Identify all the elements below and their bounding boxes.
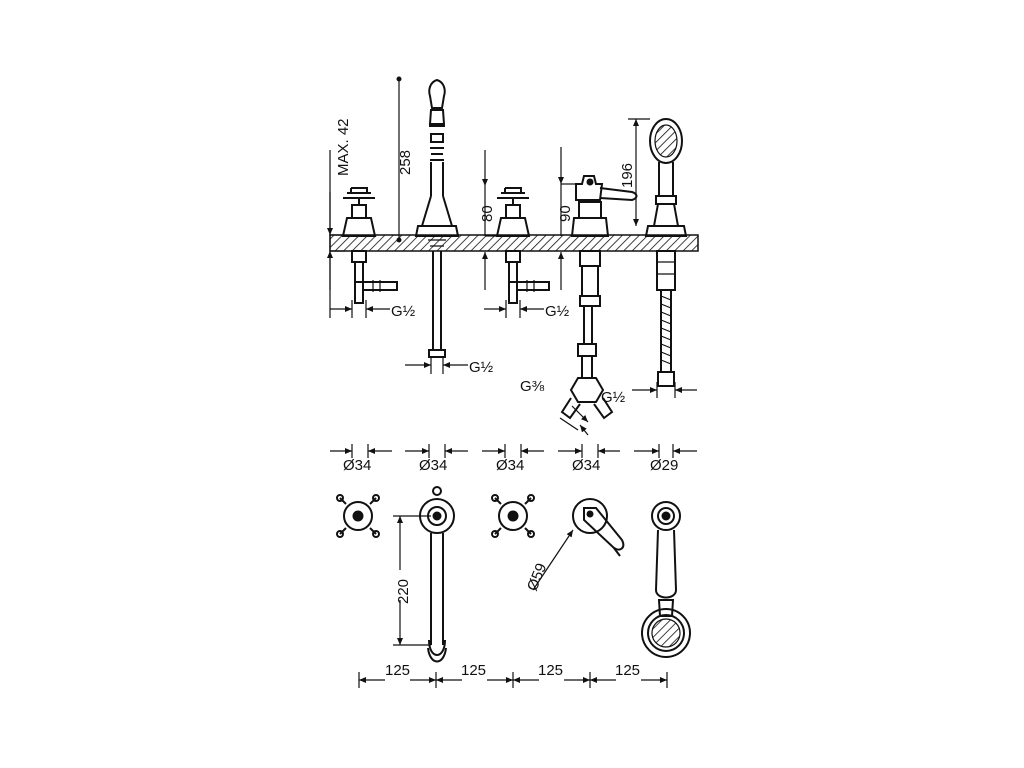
dim-g-half-4: G½	[601, 382, 697, 406]
dim-g-half-1: G½	[330, 300, 416, 320]
label-g-half-2: G½	[545, 303, 570, 320]
cross-valve-left	[341, 187, 398, 304]
dim-80: 80	[479, 150, 497, 290]
dim-220: 220	[393, 515, 431, 646]
label-80: 80	[479, 205, 496, 222]
label-196: 196	[619, 163, 636, 188]
dim-258: 258	[396, 76, 414, 243]
label-258: 258	[397, 150, 414, 175]
spout	[414, 78, 460, 358]
label-g-3-8: G⅜	[520, 378, 545, 395]
label-d59: Ø59	[524, 561, 550, 594]
plan-view: Ø59 220 125 125 125	[336, 486, 691, 688]
label-d34-3: Ø34	[496, 457, 524, 474]
label-d34-4: Ø34	[572, 457, 600, 474]
dim-g-half-3: G½	[405, 356, 494, 376]
dim-max-42: MAX. 42	[327, 118, 352, 318]
dim-d59: Ø59	[524, 529, 574, 594]
dim-d29: Ø29	[634, 444, 697, 474]
dim-g-half-2: G½	[484, 300, 570, 320]
label-220: 220	[395, 579, 412, 604]
dim-spacing-row: 125 125 125 125	[358, 662, 668, 688]
dim-g-3-8: G⅜	[520, 378, 589, 436]
label-90: 90	[557, 205, 574, 222]
plan-cross-handle-left	[336, 494, 380, 538]
label-spacing-2: 125	[461, 662, 486, 679]
dim-90: 90	[557, 147, 576, 290]
label-spacing-3: 125	[538, 662, 563, 679]
dim-d34-2: Ø34	[405, 444, 468, 474]
label-spacing-4: 125	[615, 662, 640, 679]
label-g-half-1: G½	[391, 303, 416, 320]
diameter-row: Ø34 Ø34 Ø34 Ø34 Ø29	[330, 444, 697, 474]
diverter-valve	[560, 175, 638, 420]
dim-d34-1: Ø34	[330, 444, 392, 474]
dim-d34-3: Ø34	[482, 444, 544, 474]
plan-hand-shower	[641, 501, 691, 658]
label-d34-1: Ø34	[343, 457, 371, 474]
label-g-half-4: G½	[601, 389, 626, 406]
label-d29: Ø29	[650, 457, 678, 474]
plan-diverter	[572, 498, 625, 557]
front-view: MAX. 42 258 80 90	[327, 76, 699, 436]
plan-spout	[419, 486, 455, 663]
cross-valve-right	[495, 187, 550, 304]
label-d34-2: Ø34	[419, 457, 447, 474]
deck-section	[329, 234, 699, 252]
label-max-42: MAX. 42	[335, 118, 352, 176]
hand-shower	[644, 118, 688, 387]
label-spacing-1: 125	[385, 662, 410, 679]
label-g-half-3: G½	[469, 359, 494, 376]
dim-196: 196	[619, 118, 650, 226]
dim-d34-4: Ø34	[558, 444, 620, 474]
plan-cross-handle-right	[491, 494, 535, 538]
